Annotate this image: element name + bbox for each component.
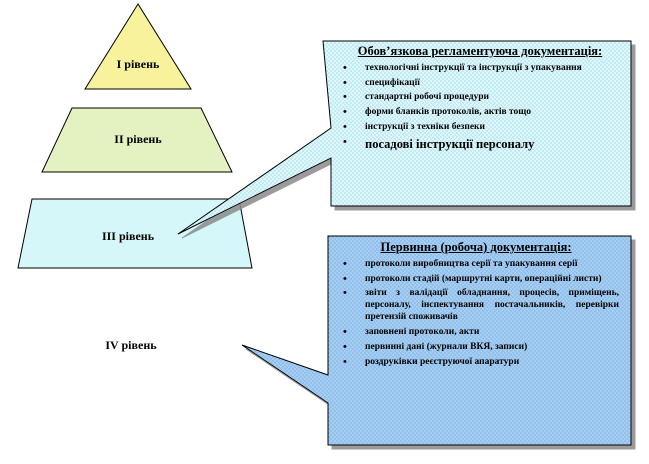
list-item: форми бланків протоколів, актів тощо (333, 106, 627, 120)
list-item: стандартні робочі процедури (333, 91, 627, 105)
callout-top-title: Обов’язкова регламентуюча документація: (357, 44, 603, 58)
list-item: звіти з валідації обладнання, процесів, … (333, 287, 619, 324)
level-1-label: І рівень (116, 57, 160, 71)
callout-top-list: технологічні інструкції та інструкції з … (333, 62, 627, 153)
list-item: протоколи виробництва серії та упакуванн… (333, 258, 619, 272)
callout-bottom-list: протоколи виробництва серії та упакуванн… (333, 258, 619, 370)
level-3-label: ІІІ рівень (101, 229, 155, 243)
callout-bottom-title: Первинна (робоча) документація: (380, 240, 572, 254)
list-item: технологічні інструкції та інструкції з … (333, 62, 627, 76)
callout-bottom-text: Первинна (робоча) документація: протокол… (333, 240, 619, 372)
level-2-shape (41, 107, 233, 173)
level-2-label: ІІ рівень (114, 132, 162, 146)
list-item: роздруківки реєструючої апаратури (333, 356, 619, 370)
level-3-shape (17, 198, 253, 269)
list-item: інструкції з техніки безпеки (333, 121, 627, 135)
list-item: первинні дані (журнали ВКЯ, записи) (333, 341, 619, 355)
level-4-label: IV рівень (105, 338, 157, 352)
callout-top-text: Обов’язкова регламентуюча документація: … (333, 44, 627, 156)
list-item: посадові інструкції персоналу (333, 136, 627, 153)
level-1-shape (84, 3, 192, 90)
list-item: заповнені протоколи, акти (333, 326, 619, 340)
list-item: протоколи стадій (маршрутні карти, опера… (333, 273, 619, 287)
list-item: специфікації (333, 77, 627, 91)
